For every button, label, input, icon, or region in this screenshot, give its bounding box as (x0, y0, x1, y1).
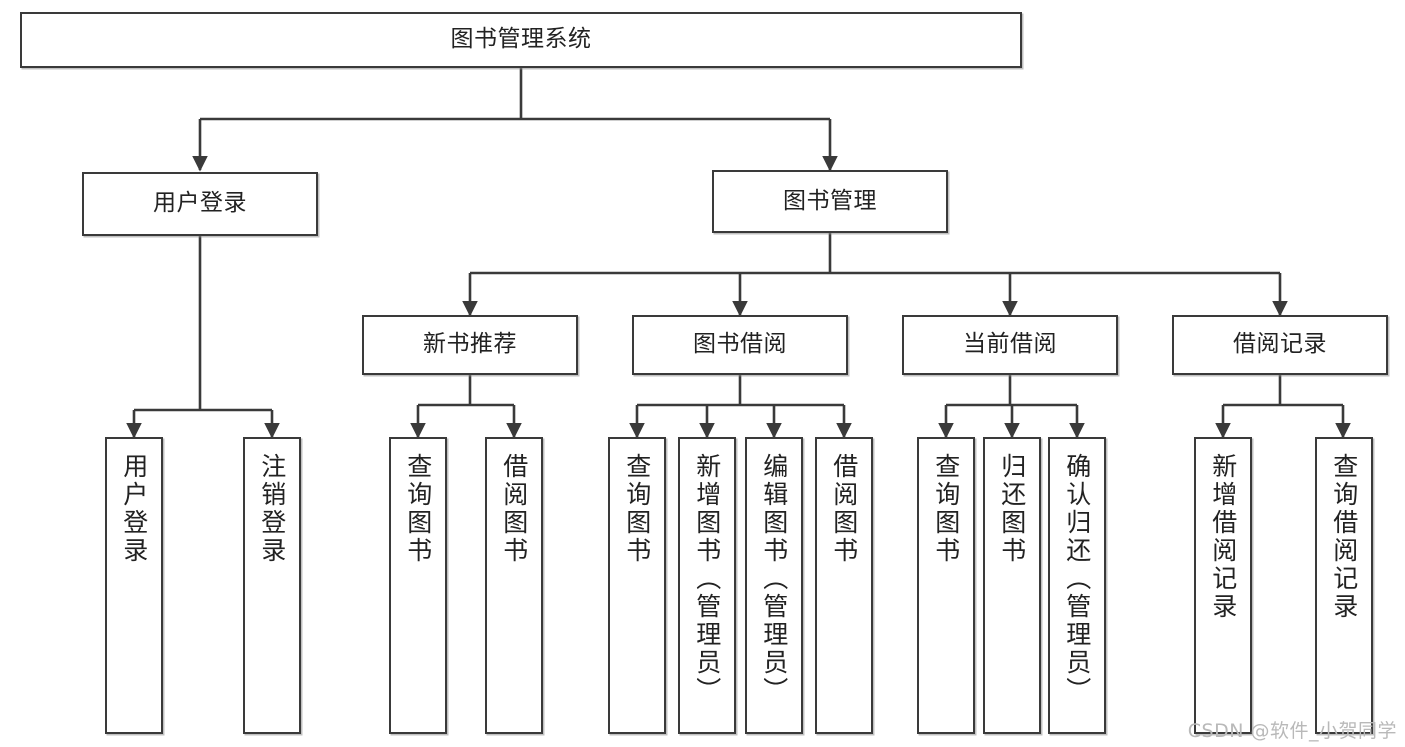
watermark-text: CSDN @软件_小贺同学 (1187, 720, 1397, 742)
node-user-login-label: 用户登录 (153, 190, 247, 217)
node-leaf-br-add-record-label: 新增借阅记录 (1208, 453, 1238, 621)
node-leaf-bb-add-book[interactable]: 新增图书（管理员） (678, 437, 736, 734)
node-leaf-rec-borrow-book[interactable]: 借阅图书 (485, 437, 543, 734)
node-new-book-rec[interactable]: 新书推荐 (362, 315, 578, 375)
node-leaf-bb-edit-book-label: 编辑图书（管理员） (759, 453, 789, 705)
node-leaf-user-login-label: 用户登录 (119, 453, 149, 565)
node-new-book-rec-label: 新书推荐 (423, 331, 517, 358)
node-leaf-logout-login[interactable]: 注销登录 (243, 437, 301, 734)
node-leaf-cb-confirm-return[interactable]: 确认归还（管理员） (1048, 437, 1106, 734)
node-leaf-bb-query-book-label: 查询图书 (622, 453, 652, 565)
node-leaf-cb-confirm-return-label: 确认归还（管理员） (1062, 453, 1092, 705)
node-current-borrow[interactable]: 当前借阅 (902, 315, 1118, 375)
node-leaf-br-query-record[interactable]: 查询借阅记录 (1315, 437, 1373, 734)
node-leaf-bb-borrow-book[interactable]: 借阅图书 (815, 437, 873, 734)
node-book-manage-label: 图书管理 (783, 187, 877, 214)
node-user-login[interactable]: 用户登录 (82, 172, 318, 236)
node-book-borrow-label: 图书借阅 (693, 331, 787, 358)
node-leaf-bb-add-book-label: 新增图书（管理员） (692, 453, 722, 705)
node-leaf-rec-query-book[interactable]: 查询图书 (389, 437, 447, 734)
node-book-borrow[interactable]: 图书借阅 (632, 315, 848, 375)
node-leaf-br-add-record[interactable]: 新增借阅记录 (1194, 437, 1252, 734)
node-leaf-cb-return-book-label: 归还图书 (997, 453, 1027, 565)
node-root-label: 图书管理系统 (450, 26, 592, 53)
node-leaf-cb-query-book-label: 查询图书 (931, 453, 961, 565)
node-leaf-logout-login-label: 注销登录 (257, 453, 287, 565)
node-current-borrow-label: 当前借阅 (963, 331, 1057, 358)
node-borrow-record-label: 借阅记录 (1233, 331, 1327, 358)
node-leaf-cb-query-book[interactable]: 查询图书 (917, 437, 975, 734)
node-leaf-bb-query-book[interactable]: 查询图书 (608, 437, 666, 734)
node-leaf-cb-return-book[interactable]: 归还图书 (983, 437, 1041, 734)
node-leaf-bb-edit-book[interactable]: 编辑图书（管理员） (745, 437, 803, 734)
node-leaf-rec-borrow-book-label: 借阅图书 (499, 453, 529, 565)
node-root[interactable]: 图书管理系统 (20, 12, 1022, 68)
node-leaf-rec-query-book-label: 查询图书 (403, 453, 433, 565)
node-leaf-bb-borrow-book-label: 借阅图书 (829, 453, 859, 565)
node-borrow-record[interactable]: 借阅记录 (1172, 315, 1388, 375)
node-leaf-user-login[interactable]: 用户登录 (105, 437, 163, 734)
node-leaf-br-query-record-label: 查询借阅记录 (1329, 453, 1359, 621)
node-book-manage[interactable]: 图书管理 (712, 170, 948, 233)
